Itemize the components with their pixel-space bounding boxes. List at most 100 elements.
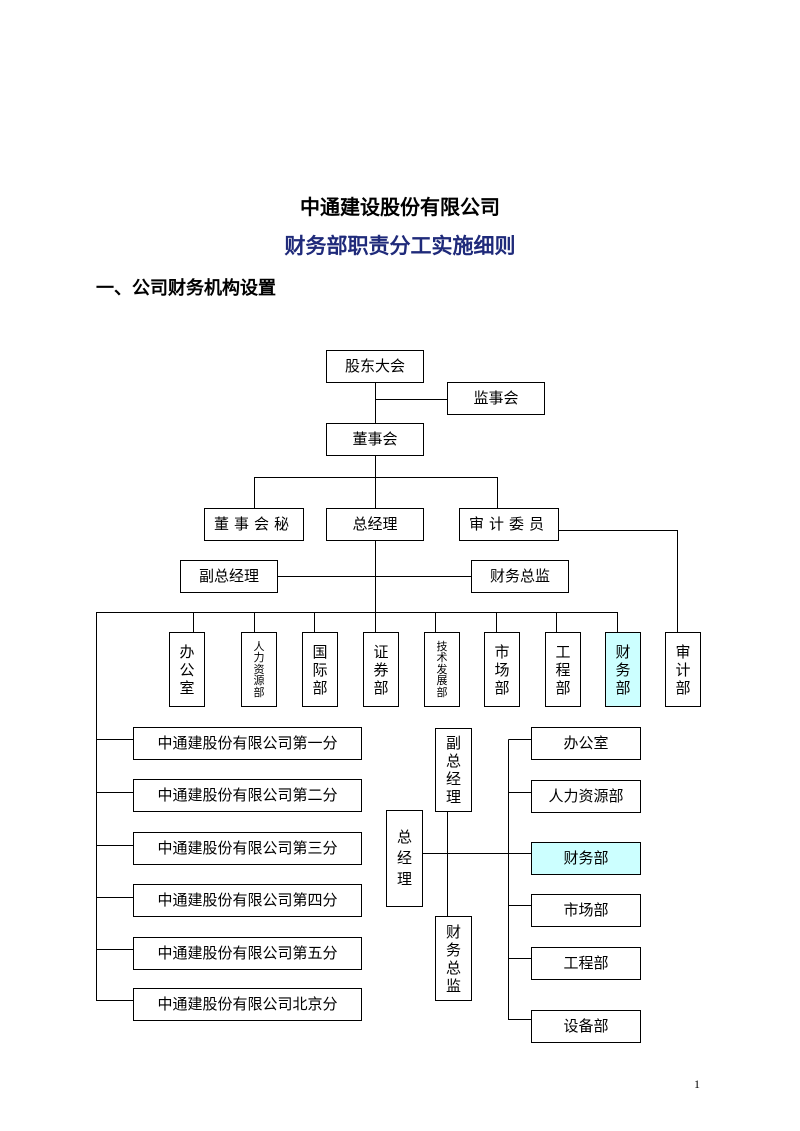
shareholders-meeting-box: 股东大会 xyxy=(326,350,424,383)
label-char: 总 xyxy=(396,828,412,846)
label-char: 力 xyxy=(253,651,265,665)
branch-box: 中通建股份有限公司第四分 xyxy=(133,884,362,917)
label-char: 审 xyxy=(675,642,691,661)
branch-department-box: 工程部 xyxy=(531,947,641,980)
audit-committee-box: 审计委员 xyxy=(459,508,559,541)
branch-department-label: 设备部 xyxy=(563,1017,609,1035)
label-char: 理 xyxy=(445,788,461,806)
label-char: 室 xyxy=(179,678,195,697)
label-char: 部 xyxy=(312,678,328,697)
label-char: 工 xyxy=(555,642,571,661)
supervisory-board-box: 监事会 xyxy=(447,382,545,415)
branch-department-label: 人力资源部 xyxy=(548,787,624,805)
branch-box: 中通建股份有限公司第三分 xyxy=(133,832,362,865)
branch-deputy-gm-box: 副总经理 xyxy=(435,728,472,812)
department-label: 国际部 xyxy=(312,643,327,697)
label-char: 计 xyxy=(675,660,691,679)
branch-department-label: 办公室 xyxy=(563,734,609,752)
label-char: 场 xyxy=(494,660,510,679)
label-char: 源 xyxy=(253,674,265,688)
branch-department-box: 财务部 xyxy=(531,842,641,875)
department-box: 审计部 xyxy=(665,632,701,707)
label-char: 券 xyxy=(373,660,389,679)
label-char: 市 xyxy=(494,642,510,661)
branch-department-box: 设备部 xyxy=(531,1010,641,1043)
department-box: 人力资源部 xyxy=(241,632,277,707)
general-manager-box: 总经理 xyxy=(326,508,424,541)
branch-department-label: 财务部 xyxy=(563,849,609,867)
branch-deputy-gm-label: 副总经理 xyxy=(446,734,461,806)
label-char: 经 xyxy=(396,849,412,867)
label-char: 资 xyxy=(253,662,265,676)
branch-department-label: 工程部 xyxy=(563,954,609,972)
label-char: 总 xyxy=(445,958,461,977)
label-char: 总 xyxy=(445,752,461,770)
department-box: 市场部 xyxy=(484,632,520,707)
document-title: 财务部职责分工实施细则 xyxy=(284,233,516,258)
label-char: 际 xyxy=(312,660,328,679)
department-label: 人力资源部 xyxy=(254,641,265,699)
department-box: 办公室 xyxy=(169,632,205,707)
label-char: 部 xyxy=(253,685,265,699)
department-label: 办公室 xyxy=(179,643,194,697)
department-label: 证券部 xyxy=(373,643,388,697)
label-char: 部 xyxy=(373,678,389,697)
label-char: 理 xyxy=(396,870,412,888)
label-char: 部 xyxy=(615,678,631,697)
label-char: 监 xyxy=(445,976,461,995)
label-char: 部 xyxy=(436,685,448,699)
department-box: 技术发展部 xyxy=(424,632,460,707)
label-char: 务 xyxy=(445,940,461,959)
branch-label: 中通建股份有限公司第三分 xyxy=(157,839,338,857)
board-of-directors-box: 董事会 xyxy=(326,423,424,456)
board-secretary-box: 董事会秘 xyxy=(204,508,304,541)
branch-department-label: 市场部 xyxy=(563,901,609,919)
company-title: 中通建设股份有限公司 xyxy=(300,195,500,219)
label-char: 公 xyxy=(179,660,195,679)
branch-label: 中通建股份有限公司北京分 xyxy=(157,995,338,1013)
label-char: 部 xyxy=(675,678,691,697)
label-char: 人 xyxy=(253,639,265,653)
deputy-gm-box: 副总经理 xyxy=(180,560,278,593)
section-heading: 一、公司财务机构设置 xyxy=(96,278,276,299)
branch-department-box: 人力资源部 xyxy=(531,780,641,813)
label-char: 办 xyxy=(179,642,195,661)
branch-label: 中通建股份有限公司第一分 xyxy=(157,734,338,752)
label-char: 部 xyxy=(494,678,510,697)
cfo-box: 财务总监 xyxy=(471,560,569,593)
branch-department-box: 市场部 xyxy=(531,894,641,927)
label-char: 财 xyxy=(615,642,631,661)
branch-box: 中通建股份有限公司北京分 xyxy=(133,988,362,1021)
branch-box: 中通建股份有限公司第五分 xyxy=(133,937,362,970)
department-box: 财务部 xyxy=(605,632,641,707)
department-label: 技术发展部 xyxy=(437,641,448,699)
label-char: 术 xyxy=(436,651,448,665)
label-char: 发 xyxy=(436,662,448,676)
label-char: 副 xyxy=(445,734,461,752)
branch-gm-box: 总经理 xyxy=(386,810,423,907)
branch-gm-label: 总经理 xyxy=(397,827,412,890)
page-number: 1 xyxy=(694,1077,700,1091)
branch-cfo-box: 财务总监 xyxy=(435,916,472,1001)
department-label: 财务部 xyxy=(615,643,630,697)
branch-box: 中通建股份有限公司第一分 xyxy=(133,727,362,760)
label-char: 技 xyxy=(436,639,448,653)
branch-box: 中通建股份有限公司第二分 xyxy=(133,779,362,812)
branch-label: 中通建股份有限公司第四分 xyxy=(157,891,338,909)
label-char: 经 xyxy=(445,770,461,788)
branch-department-box: 办公室 xyxy=(531,727,641,760)
department-label: 工程部 xyxy=(555,643,570,697)
label-char: 国 xyxy=(312,642,328,661)
label-char: 展 xyxy=(436,674,448,688)
department-box: 国际部 xyxy=(302,632,338,707)
label-char: 证 xyxy=(373,642,389,661)
label-char: 程 xyxy=(555,660,571,679)
department-box: 工程部 xyxy=(545,632,581,707)
branch-label: 中通建股份有限公司第五分 xyxy=(157,944,338,962)
label-char: 部 xyxy=(555,678,571,697)
branch-cfo-label: 财务总监 xyxy=(446,923,461,995)
label-char: 务 xyxy=(615,660,631,679)
department-box: 证券部 xyxy=(363,632,399,707)
